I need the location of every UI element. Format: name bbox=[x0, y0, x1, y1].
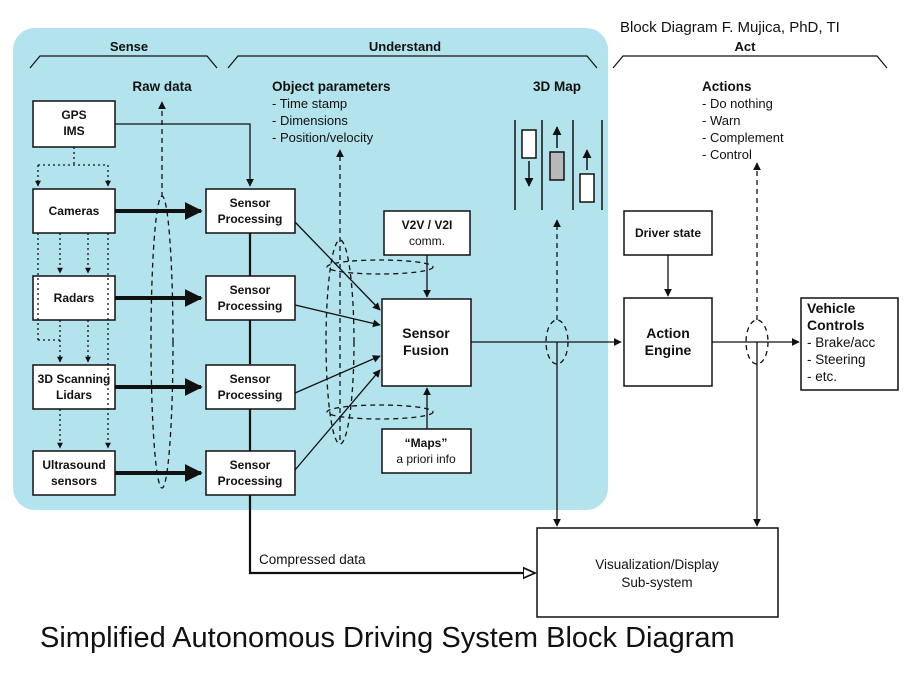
sensor-processing-2: Sensor Processing bbox=[205, 275, 296, 321]
diagram-caption: Simplified Autonomous Driving System Blo… bbox=[40, 622, 735, 654]
actions-tap bbox=[745, 162, 769, 365]
svg-text:a priori info: a priori info bbox=[396, 452, 456, 466]
object-parameters-tap bbox=[325, 149, 434, 445]
svg-text:Processing: Processing bbox=[218, 474, 283, 488]
processing-to-fusion-arrows bbox=[294, 221, 381, 471]
map-3d-illustration bbox=[514, 120, 603, 210]
svg-text:V2V / V2I: V2V / V2I bbox=[402, 218, 453, 232]
action-engine-box: Action Engine bbox=[623, 297, 713, 387]
svg-text:sensors: sensors bbox=[51, 474, 97, 488]
sensor-to-processing-arrows bbox=[115, 202, 203, 482]
svg-text:IMS: IMS bbox=[63, 124, 84, 138]
svg-text:Sensor: Sensor bbox=[230, 196, 271, 210]
svg-text:- Steering: - Steering bbox=[807, 352, 866, 367]
v2v-v2i-box: V2V / V2I comm. bbox=[383, 210, 471, 256]
gps-distribution-lines bbox=[35, 147, 111, 449]
compressed-data-label: Compressed data bbox=[259, 552, 366, 567]
svg-text:Sensor: Sensor bbox=[402, 325, 450, 341]
sensor-radars: Radars bbox=[32, 275, 116, 321]
svg-text:Engine: Engine bbox=[645, 342, 692, 358]
sensor-processing-1: Sensor Processing bbox=[205, 188, 296, 234]
svg-text:3D Scanning: 3D Scanning bbox=[38, 372, 111, 386]
svg-text:- etc.: - etc. bbox=[807, 369, 837, 384]
sensor-gps-ims: GPS IMS bbox=[32, 100, 116, 148]
svg-text:- Dimensions: - Dimensions bbox=[272, 113, 348, 128]
svg-text:Processing: Processing bbox=[218, 388, 283, 402]
sensor-ultrasound: Ultrasound sensors bbox=[32, 450, 116, 496]
section-bracket-act bbox=[612, 55, 888, 69]
svg-text:- Warn: - Warn bbox=[702, 113, 741, 128]
sensor-cameras: Cameras bbox=[32, 188, 116, 234]
svg-text:Lidars: Lidars bbox=[56, 388, 92, 402]
svg-text:- Control: - Control bbox=[702, 147, 752, 162]
svg-text:- Time stamp: - Time stamp bbox=[272, 96, 347, 111]
svg-text:Sensor: Sensor bbox=[230, 458, 271, 472]
section-label-act: Act bbox=[735, 39, 757, 54]
object-parameters-label: Object parameters - Time stamp - Dimensi… bbox=[272, 79, 391, 145]
compressed-data-arrow bbox=[248, 495, 535, 573]
svg-text:- Position/velocity: - Position/velocity bbox=[272, 130, 374, 145]
svg-text:Action: Action bbox=[646, 325, 690, 341]
svg-text:Ultrasound: Ultrasound bbox=[42, 458, 105, 472]
section-label-understand: Understand bbox=[369, 39, 441, 54]
svg-text:Cameras: Cameras bbox=[49, 204, 100, 218]
svg-text:Processing: Processing bbox=[218, 299, 283, 313]
raw-data-label: Raw data bbox=[132, 79, 192, 94]
raw-data-tap bbox=[150, 101, 174, 489]
actions-label: Actions - Do nothing - Warn - Complement… bbox=[702, 79, 784, 162]
credit-text: Block Diagram F. Mujica, PhD, TI bbox=[620, 19, 840, 36]
sensor-processing-4: Sensor Processing bbox=[205, 450, 296, 496]
vehicle-controls-box: Vehicle Controls - Brake/acc - Steering … bbox=[800, 297, 899, 391]
svg-text:Vehicle: Vehicle bbox=[807, 300, 855, 316]
svg-text:Actions: Actions bbox=[702, 79, 752, 94]
visualization-box: Visualization/Display Sub-system bbox=[536, 527, 779, 618]
svg-text:comm.: comm. bbox=[409, 234, 445, 248]
svg-text:Fusion: Fusion bbox=[403, 342, 449, 358]
svg-text:Controls: Controls bbox=[807, 317, 865, 333]
svg-text:- Brake/acc: - Brake/acc bbox=[807, 335, 876, 350]
sensor-fusion-box: Sensor Fusion bbox=[381, 298, 472, 387]
driver-state-box: Driver state bbox=[623, 210, 713, 256]
section-bracket-sense bbox=[29, 55, 218, 69]
section-bracket-understand bbox=[227, 55, 598, 69]
sensor-lidars: 3D Scanning Lidars bbox=[32, 364, 116, 410]
svg-text:Object parameters: Object parameters bbox=[272, 79, 391, 94]
section-label-sense: Sense bbox=[110, 39, 148, 54]
svg-text:Processing: Processing bbox=[218, 212, 283, 226]
svg-text:GPS: GPS bbox=[61, 108, 86, 122]
svg-text:Sub-system: Sub-system bbox=[621, 575, 692, 590]
svg-text:- Complement: - Complement bbox=[702, 130, 784, 145]
maps-prior-box: “Maps” a priori info bbox=[381, 428, 472, 474]
svg-text:Sensor: Sensor bbox=[230, 372, 271, 386]
svg-text:Radars: Radars bbox=[54, 291, 95, 305]
svg-text:Visualization/Display: Visualization/Display bbox=[595, 557, 719, 572]
svg-text:“Maps”: “Maps” bbox=[405, 436, 448, 450]
svg-text:Driver state: Driver state bbox=[635, 226, 701, 240]
gps-to-processing-arrow bbox=[115, 123, 254, 187]
sensor-processing-3: Sensor Processing bbox=[205, 364, 296, 410]
svg-text:- Do nothing: - Do nothing bbox=[702, 96, 773, 111]
map-3d-label: 3D Map bbox=[533, 79, 581, 94]
svg-text:Sensor: Sensor bbox=[230, 283, 271, 297]
map-3d-tap bbox=[545, 219, 569, 365]
